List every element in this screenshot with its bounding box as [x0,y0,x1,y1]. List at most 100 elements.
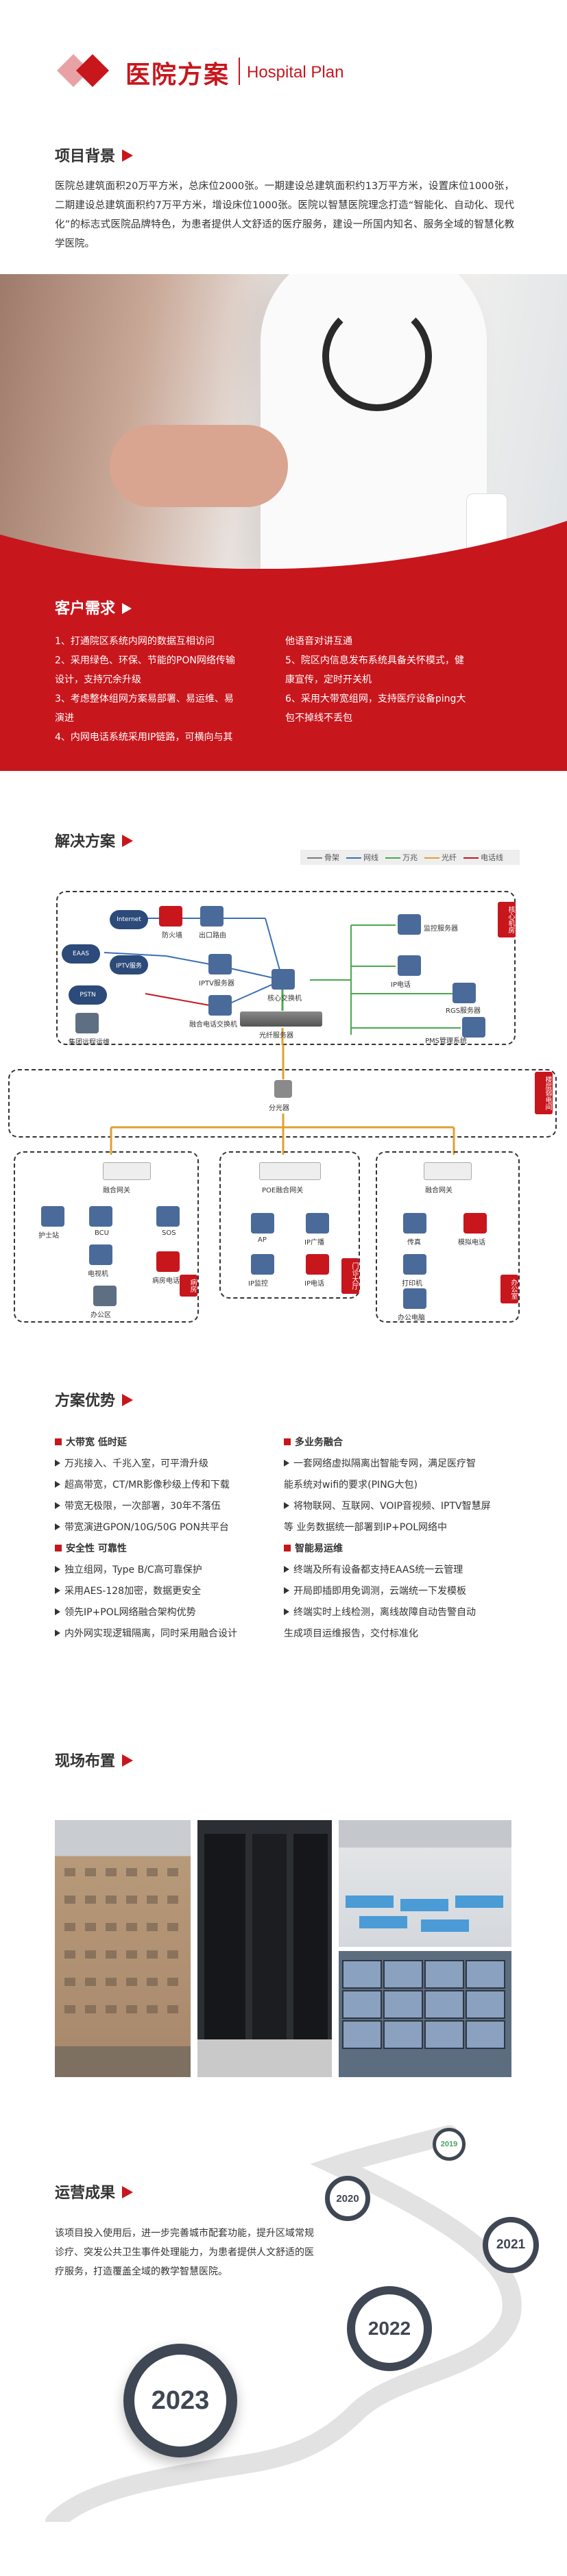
section-title-solution: 解决方案 [55,829,134,851]
adv-item-cont: 能系统对wifi的要求(PING大包) [284,1480,418,1491]
hands-shape [110,425,288,507]
remote-ops-icon [75,1013,99,1033]
logo-diamond-dark [75,53,110,88]
arrow-icon [122,1754,134,1767]
splitter-icon [274,1080,292,1098]
core-switch-label: 核心交换机 [267,995,302,1003]
adv-item: 终端及所有设备都支持EAAS统一云管理 [284,1560,524,1581]
adv-item: 超高带宽，CT/MR影像秒级上传和下载 [55,1475,281,1496]
needs-line: 演进 [55,713,74,724]
square-icon [284,1545,291,1551]
section-title-background: 项目背景 [55,144,134,166]
adv-item: 领先IP+POL网络融合架构优势 [55,1602,281,1623]
pstn-cloud: PSTN [69,985,107,1005]
adv-item: 采用AES-128加密，数据更安全 [55,1581,281,1602]
page-subtitle: Hospital Plan [247,63,344,82]
bullet-icon [284,1460,289,1467]
ward-gateway-device [103,1162,151,1180]
sos-icon [156,1206,180,1227]
analog-phone-label: 模拟电话 [458,1239,485,1247]
ip-phone-server-icon [398,955,421,976]
ip-phone-label: IP电话 [304,1280,324,1288]
office-area-icon [93,1286,117,1306]
ward-gateway-label: 融合网关 [103,1187,130,1194]
adv-item: 开局即插即用免调测，云端统一下发模板 [284,1581,524,1602]
year-2019: 2019 [433,2128,466,2161]
zone-office-tag: 办公室 [500,1275,518,1303]
section-title-advantages: 方案优势 [55,1388,134,1410]
ap-label: AP [258,1236,267,1244]
adv-item: 独立组网，Type B/C高可靠保护 [55,1560,281,1581]
year-2022: 2022 [347,2286,432,2371]
adv-heading: 多业务融合 [284,1432,524,1453]
distribution-links [110,1045,455,1155]
bullet-icon [55,1502,60,1509]
router-icon [200,906,224,927]
photo-waiting-hall [339,1820,511,1947]
nurse-station-icon [41,1206,64,1227]
office-pc-icon [403,1288,426,1309]
hero-photo [0,274,567,569]
ip-broadcast-label: IP广播 [304,1239,324,1247]
photo-monitor-wall [339,1951,511,2077]
bullet-icon [55,1523,60,1530]
monitor-screens [342,1960,505,2049]
iptv-cloud: IPTV服务 [110,955,148,974]
zone-ward-box [14,1151,199,1323]
bullet-icon [55,1481,60,1488]
bullet-icon [55,1630,60,1636]
eaas-cloud: EAAS [62,944,100,964]
adv-item: 万兆接入、千兆入室，可平滑升级 [55,1453,281,1475]
section-title-site: 现场布置 [55,1749,134,1771]
olt-label: 光纤服务器 [259,1032,293,1040]
arrow-icon [122,1394,134,1406]
ip-camera-icon [251,1254,274,1275]
arrow-icon [122,835,134,847]
sos-label: SOS [162,1229,176,1237]
server-racks [197,1834,332,2077]
firewall-icon [159,906,182,927]
adv-item: 将物联网、互联网、VOIP音视频、IPTV智慧屏 [284,1496,524,1517]
pms-server-icon [462,1017,485,1038]
core-room-tag: 核心机房 [498,902,516,937]
pms-server-label: PMS管理系统 [425,1038,468,1045]
zone-office-box [376,1151,520,1323]
legend-item: 骨架 [307,852,339,863]
printer-icon [403,1254,426,1275]
ip-phone-icon [306,1254,329,1275]
stethoscope-shape [322,302,432,411]
page-title: 医院方案 [125,61,230,89]
splitter-label: 分光器 [269,1105,289,1112]
needs-line: 3、考虑整体组网方案易部署、易运维、易 [55,694,234,704]
zone-ward-tag: 病房 [180,1275,197,1297]
square-icon [55,1438,62,1445]
bullet-icon [284,1566,289,1573]
square-icon [55,1545,62,1551]
legend-item: 万兆 [385,852,418,863]
printer-label: 打印机 [402,1280,422,1288]
year-2023: 2023 [123,2344,237,2457]
needs-line: 1、打通院区系统内网的数据互相访问 [55,636,215,647]
needs-line: 2、采用绿色、环保、节能的PON网络传输 [55,655,235,666]
nurse-station-label: 护士站 [38,1232,59,1240]
rgs-server-icon [453,983,476,1003]
core-room-box [56,891,516,1045]
iptv-server-icon [208,954,232,974]
fax-icon [403,1213,426,1234]
office-gateway-device [424,1162,472,1180]
rgs-server-label: RGS服务器 [446,1007,481,1015]
year-2020: 2020 [325,2176,370,2221]
bullet-icon [55,1460,60,1467]
adv-item: 带宽演进GPON/10G/50G PON共平台 [55,1517,281,1538]
legend-item: 光纤 [424,852,457,863]
waiting-seats [339,1820,511,1932]
zone-lobby-tag: 门诊大厅 [341,1258,359,1294]
tv-icon [89,1244,112,1265]
adv-item: 内外网实现逻辑隔离，同时采用融合设计 [55,1623,281,1645]
iptv-server-label: IPTV服务器 [199,980,234,988]
ip-camera-label: IP监控 [248,1280,268,1288]
needs-line: 6、采用大带宽组网，支持医疗设备ping大 [285,694,466,704]
adv-item: 带宽无极限，一次部署，30年不落伍 [55,1496,281,1517]
title-divider [239,58,240,85]
advantages-right: 多业务融合 一套网络虚拟隔离出智能专网，满足医疗智 能系统对wifi的要求(PI… [284,1432,524,1645]
